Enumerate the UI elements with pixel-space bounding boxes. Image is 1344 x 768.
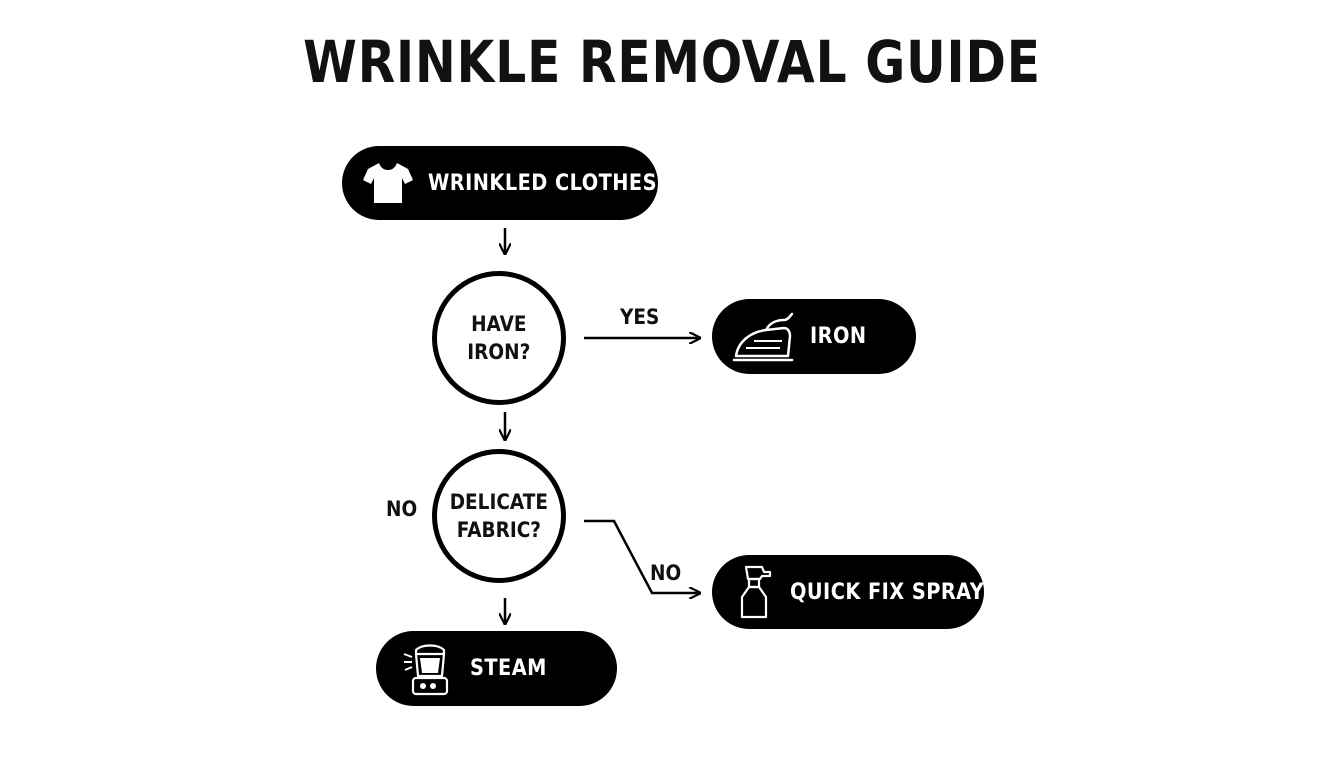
- edge-label-no-right: NO: [650, 561, 682, 585]
- node-quick-fix-spray: QUICK FIX SPRAY: [712, 555, 984, 629]
- node-steam-label: STEAM: [470, 656, 547, 681]
- decision-have-iron-label: HAVE IRON?: [467, 312, 531, 364]
- edge-label-no-left: NO: [386, 497, 418, 521]
- node-wrinkled-clothes: WRINKLED CLOTHES?: [342, 146, 668, 220]
- node-steam: STEAM: [376, 631, 617, 706]
- node-wrinkled-clothes-label: WRINKLED CLOTHES?: [428, 170, 669, 196]
- arrow-no-to-spray: [584, 519, 700, 593]
- t-shirt-icon: [362, 158, 414, 208]
- iron-icon: [732, 310, 796, 364]
- decision-delicate-fabric: DELICATE FABRIC?: [432, 449, 566, 583]
- spray-bottle-icon: [736, 562, 772, 622]
- node-iron: IRON: [712, 299, 916, 374]
- node-iron-label: IRON: [810, 324, 867, 349]
- node-quick-fix-spray-label: QUICK FIX SPRAY: [790, 579, 985, 605]
- decision-have-iron: HAVE IRON?: [432, 271, 566, 405]
- decision-delicate-fabric-label: DELICATE FABRIC?: [449, 490, 549, 542]
- steamer-icon: [402, 640, 454, 698]
- edge-label-yes: YES: [620, 305, 660, 329]
- page-title: WRINKLE REMOVAL GUIDE: [303, 28, 1041, 96]
